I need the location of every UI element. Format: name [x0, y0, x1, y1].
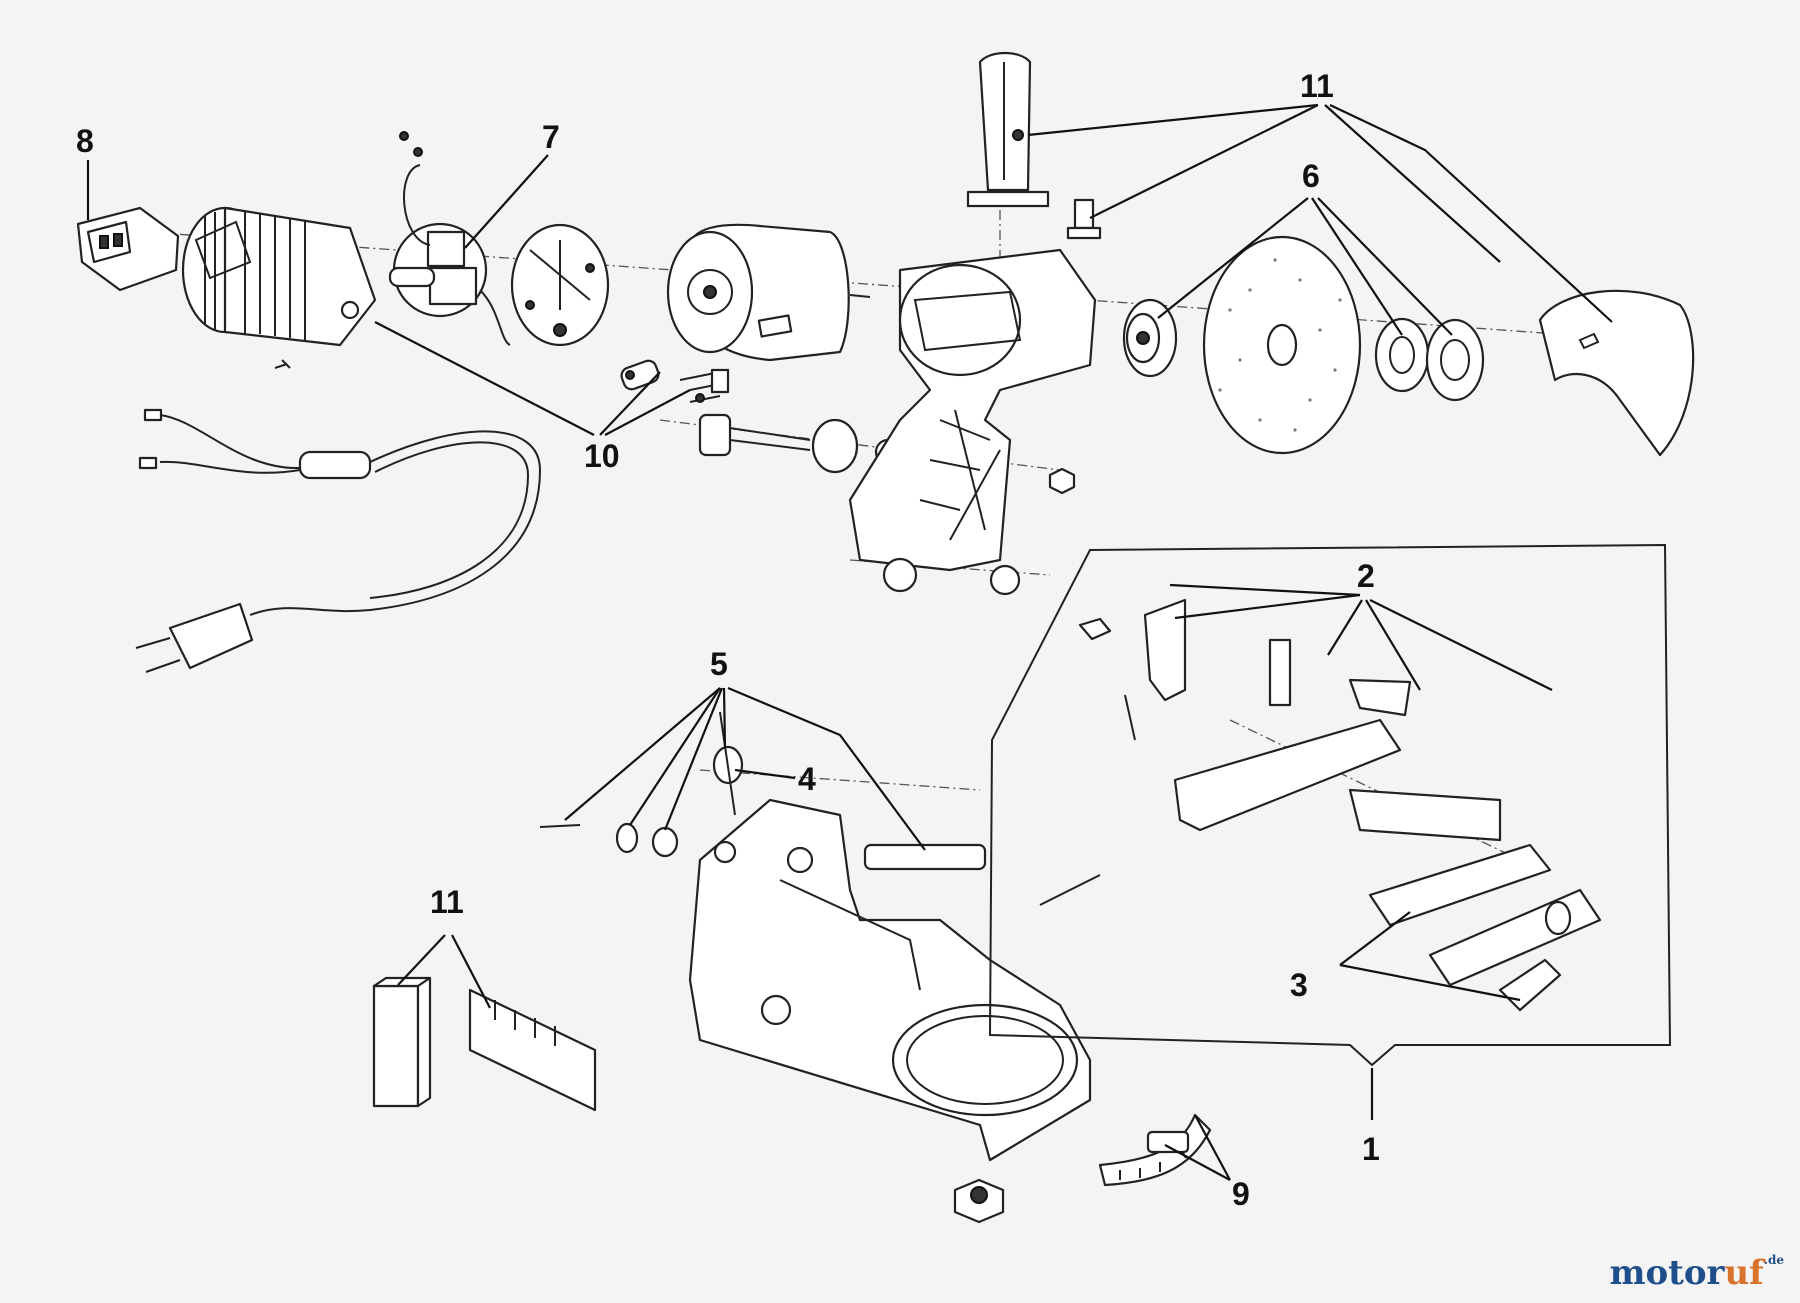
callout-1: 1	[1362, 1131, 1380, 1167]
holder-assembly-parts	[1039, 598, 1602, 1012]
callout-11-top: 11	[1300, 68, 1334, 104]
armature-part	[666, 223, 871, 362]
callout-10: 10	[584, 438, 620, 474]
callout-9: 9	[1232, 1176, 1250, 1212]
callout-5: 5	[710, 646, 728, 682]
motor-housing-part	[181, 206, 377, 369]
handle-part	[966, 51, 1102, 240]
callout-6: 6	[1302, 158, 1320, 194]
power-cord-part	[135, 408, 542, 673]
site-watermark: motoruf.de	[1609, 1253, 1784, 1293]
callout-7: 7	[542, 119, 560, 155]
watermark-part-1: motor	[1609, 1253, 1725, 1293]
spacer-screw-parts	[620, 359, 730, 403]
watermark-part-2: uf	[1724, 1253, 1764, 1293]
callout-8: 8	[76, 123, 94, 159]
gear-housing-part	[848, 248, 1097, 596]
callout-2: 2	[1357, 558, 1375, 594]
brush-plate-part	[510, 223, 610, 347]
callout-4: 4	[798, 761, 816, 797]
switch-part	[76, 206, 180, 292]
disc-guard-part	[1538, 289, 1695, 457]
base-casting-part	[688, 798, 1092, 1224]
callout-11-bottom: 11	[430, 884, 464, 920]
watermark-suffix: .de	[1763, 1253, 1784, 1267]
angle-scale-part	[1098, 1113, 1212, 1187]
grinding-stone-part	[372, 976, 597, 1112]
grinding-disc-part	[1122, 235, 1485, 455]
clamp-rod-parts	[539, 711, 987, 871]
callout-3: 3	[1290, 967, 1308, 1003]
callout-labels: 8 7 10 11 6 2 3 5 4 11 9 1	[76, 68, 1380, 1212]
part-1-assembly-border	[988, 543, 1672, 1067]
leader-lines	[86, 103, 1613, 1181]
brush-holder-part	[388, 131, 511, 346]
drive-shaft-part	[698, 413, 902, 474]
